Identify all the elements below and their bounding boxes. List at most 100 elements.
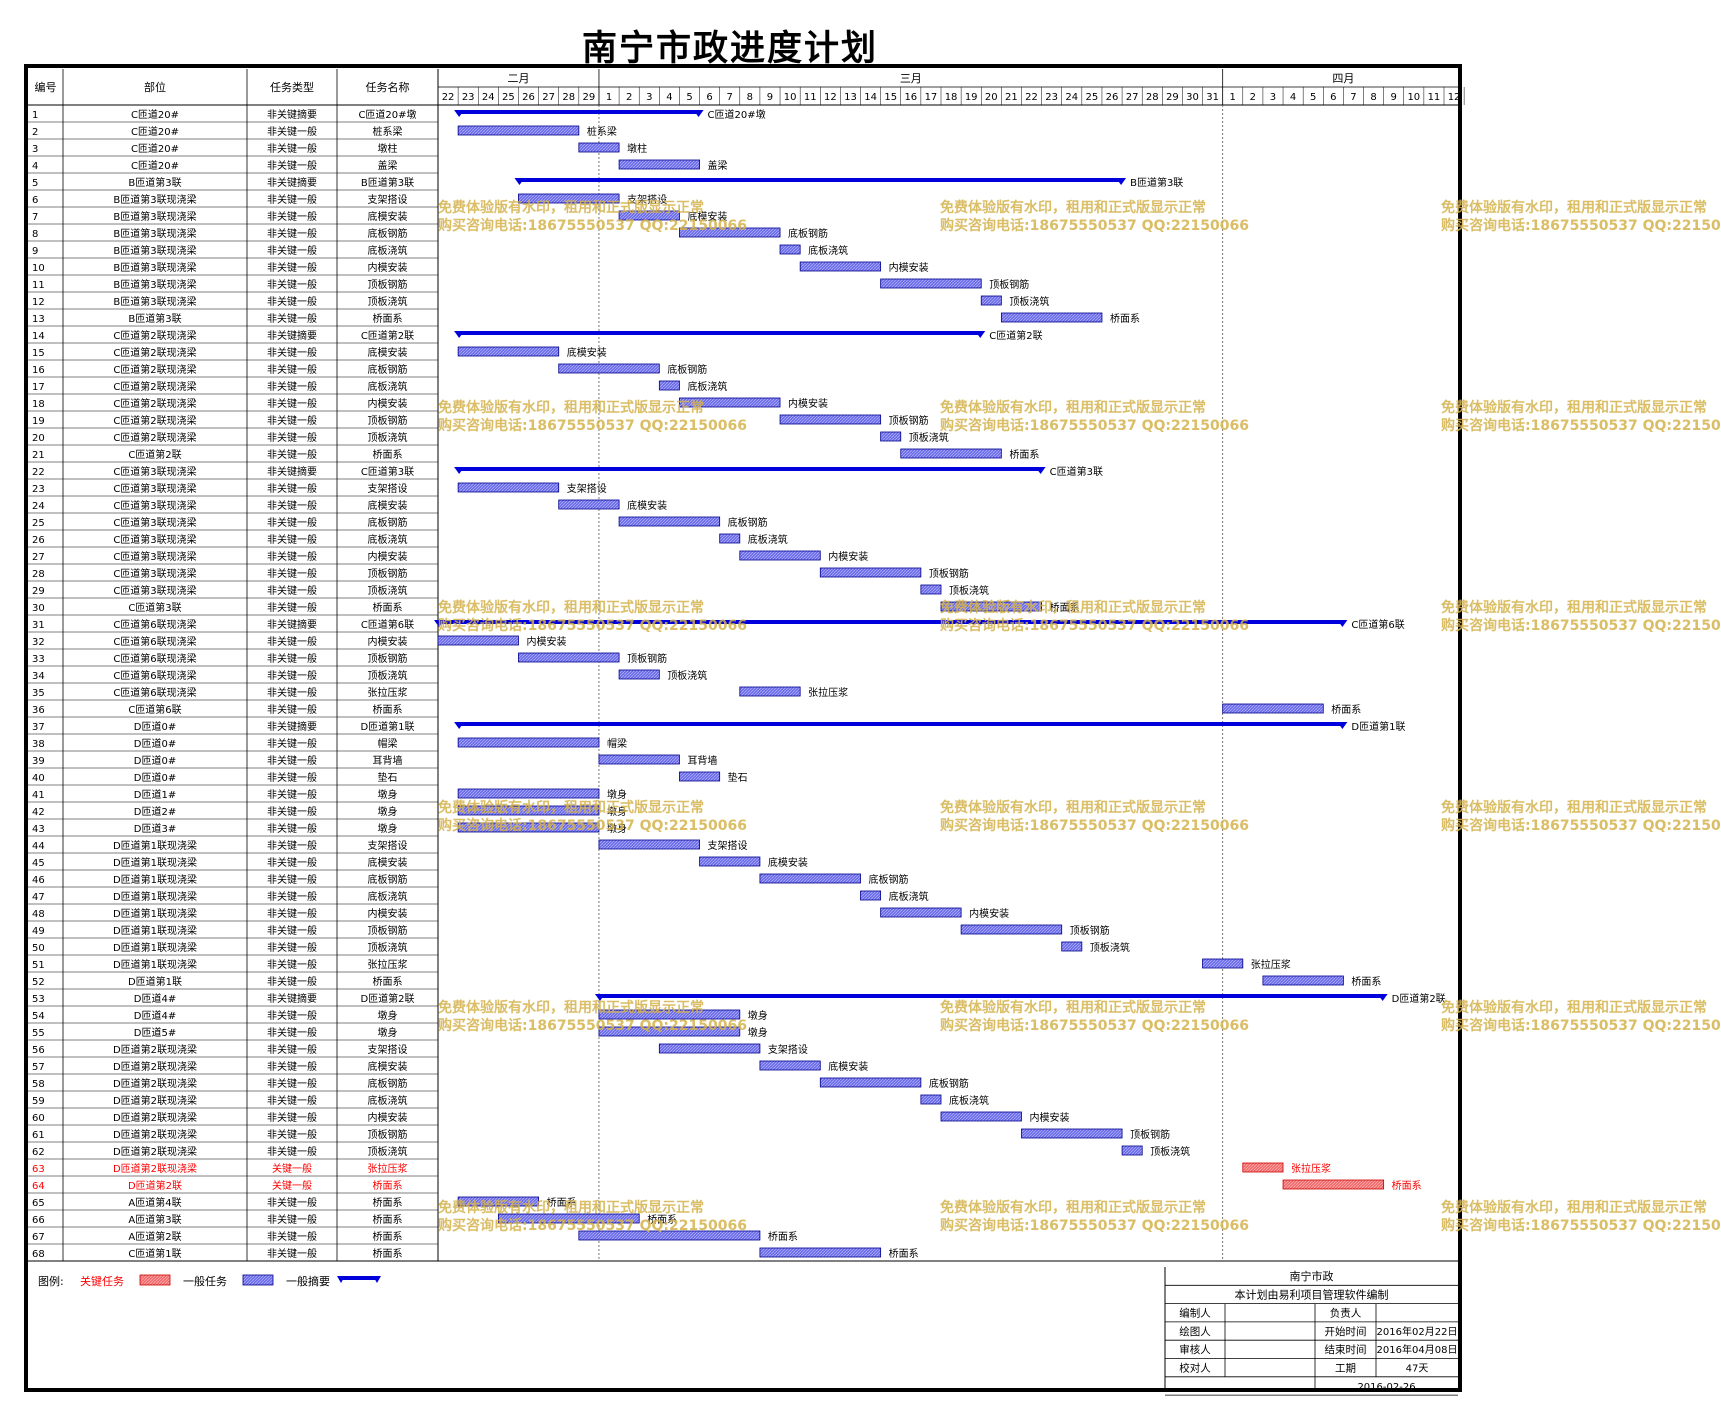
- day-label: 25: [1086, 92, 1099, 103]
- task-part: A匝道第4联: [128, 1196, 181, 1209]
- task-type: 非关键一般: [267, 771, 317, 784]
- task-type: 关键一般: [272, 1179, 312, 1192]
- task-type: 非关键一般: [267, 380, 317, 393]
- task-bar-label: 顶板钢筋: [989, 278, 1029, 291]
- watermark-line: 免费体验版有水印，租用和正式版显示正常: [438, 799, 704, 816]
- task-id: 16: [32, 365, 45, 376]
- task-bar: [558, 499, 620, 510]
- task-bar: [457, 125, 580, 136]
- task-type: 非关键摘要: [267, 992, 317, 1005]
- task-type: 非关键一般: [267, 346, 317, 359]
- task-name: 底板钢筋: [368, 516, 408, 529]
- task-bar-label: 墩柱: [627, 142, 647, 155]
- info-project: 南宁市政: [1290, 1269, 1334, 1283]
- info-label: 审核人: [1179, 1343, 1211, 1356]
- day-label: 5: [1310, 92, 1316, 103]
- day-label: 1: [606, 92, 612, 103]
- legend-critical-label: 关键任务: [80, 1274, 124, 1288]
- day-label: 6: [706, 92, 712, 103]
- info-label: 开始时间: [1325, 1325, 1367, 1338]
- watermark-line: 免费体验版有水印，租用和正式版显示正常: [940, 599, 1206, 616]
- task-bar-label: 顶板钢筋: [1070, 924, 1110, 937]
- task-id: 36: [32, 705, 45, 716]
- watermark-line: 免费体验版有水印，租用和正式版显示正常: [1441, 999, 1707, 1016]
- task-part: D匝道第1联现浇梁: [113, 839, 197, 852]
- summary-bar-start-cap: [594, 994, 605, 1001]
- task-id: 61: [32, 1130, 45, 1141]
- table-grid: [28, 69, 1458, 1262]
- day-label: 28: [1146, 92, 1159, 103]
- watermark-line: 购买咨询电话:18675550537 QQ:22150066: [438, 617, 747, 634]
- task-type: 非关键一般: [267, 210, 317, 223]
- watermark-line: 购买咨询电话:18675550537 QQ:22150066: [1441, 817, 1721, 834]
- task-id: 63: [32, 1164, 45, 1175]
- task-type: 非关键一般: [267, 1043, 317, 1056]
- task-id: 14: [32, 331, 45, 342]
- task-name: 底模安装: [368, 856, 408, 869]
- task-part: D匝道2#: [134, 805, 176, 818]
- task-type: 非关键一般: [267, 567, 317, 580]
- task-type: 非关键一般: [267, 652, 317, 665]
- task-part: C匝道第2联现浇梁: [113, 431, 196, 444]
- task-id: 22: [32, 467, 45, 478]
- task-part: D匝道0#: [134, 737, 176, 750]
- task-bar-label: 墩身: [607, 788, 627, 801]
- task-id: 68: [32, 1249, 45, 1260]
- task-name: 墩柱: [378, 142, 398, 155]
- task-type: 非关键一般: [267, 1145, 317, 1158]
- watermark-line: 免费体验版有水印，租用和正式版显示正常: [438, 999, 704, 1016]
- task-bar: [759, 1060, 821, 1071]
- task-id: 32: [32, 637, 45, 648]
- task-bar: [739, 686, 801, 697]
- task-bar-label: 支架搭设: [708, 839, 748, 852]
- task-type: 非关键一般: [267, 431, 317, 444]
- task-name: 桥面系: [373, 1197, 403, 1209]
- chart-title: 南宁市政进度计划: [581, 28, 878, 69]
- task-type: 非关键摘要: [267, 618, 317, 631]
- task-type: 非关键一般: [267, 1009, 317, 1022]
- task-part: C匝道20#: [131, 159, 179, 172]
- task-type: 非关键摘要: [267, 176, 317, 189]
- task-id: 49: [32, 926, 45, 937]
- task-type: 非关键一般: [267, 1077, 317, 1090]
- task-type: 非关键一般: [267, 550, 317, 563]
- task-id: 59: [32, 1096, 45, 1107]
- info-label: 结束时间: [1325, 1343, 1367, 1356]
- task-id: 18: [32, 399, 45, 410]
- summary-bar-end-cap: [1035, 467, 1046, 474]
- task-name: 顶板浇筑: [368, 941, 408, 954]
- day-label: 23: [462, 92, 475, 103]
- task-bar-label: 底板钢筋: [788, 227, 828, 240]
- task-part: C匝道20#: [131, 108, 179, 121]
- task-type: 非关键一般: [267, 686, 317, 699]
- task-bar-label: 支架搭设: [768, 1043, 808, 1056]
- task-bar-label: 底板浇筑: [748, 533, 788, 546]
- task-part: D匝道3#: [134, 822, 176, 835]
- task-name: 桥面系: [373, 449, 403, 461]
- task-bar: [618, 516, 721, 527]
- task-name: 顶板浇筑: [368, 1145, 408, 1158]
- summary-bar-start-cap: [454, 722, 465, 729]
- task-bar-label: C匝道第6联: [1351, 618, 1404, 631]
- task-name: 底板钢筋: [368, 1077, 408, 1090]
- task-name: 内模安装: [368, 907, 408, 920]
- task-name: 顶板钢筋: [368, 567, 408, 580]
- task-id: 58: [32, 1079, 45, 1090]
- task-id: 35: [32, 688, 45, 699]
- task-name: 桩系梁: [373, 125, 403, 138]
- task-id: 39: [32, 756, 45, 767]
- task-id: 41: [32, 790, 45, 801]
- table-header-cell: 任务名称: [366, 80, 410, 94]
- task-bar: [699, 856, 761, 867]
- summary-bar-start-cap: [454, 110, 465, 117]
- task-bar-label: 张拉压浆: [808, 686, 848, 699]
- month-label: 二月: [507, 72, 529, 85]
- task-name: 盖梁: [378, 159, 398, 172]
- task-bar-label: 顶板浇筑: [1009, 295, 1049, 308]
- task-bar-label: 底模安装: [828, 1060, 868, 1073]
- task-part: C匝道第2联现浇梁: [113, 380, 196, 393]
- task-name: D匝道第1联: [360, 720, 414, 733]
- task-id: 28: [32, 569, 45, 580]
